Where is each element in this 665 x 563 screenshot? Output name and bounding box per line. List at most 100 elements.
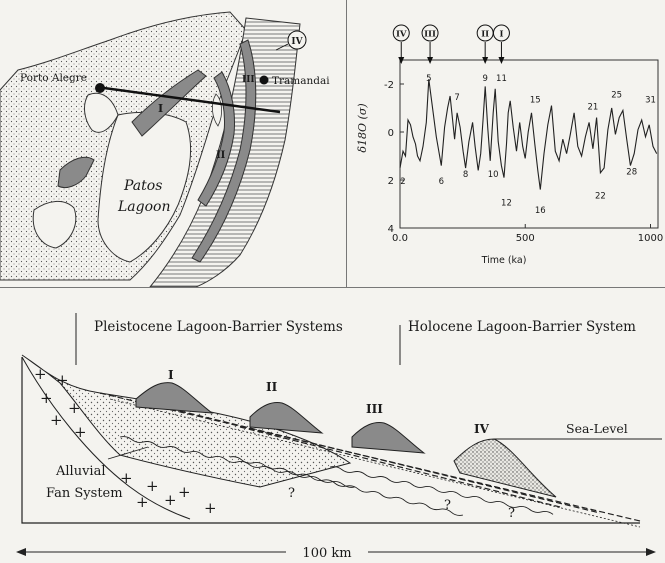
svg-text:+: + (178, 483, 191, 501)
highstand-arrowhead-icon (498, 57, 505, 64)
svg-text:+: + (120, 469, 133, 487)
y-tick-label: 0 (388, 128, 394, 139)
vertical-divider (346, 0, 347, 287)
unknown-marker-2: ? (444, 498, 451, 513)
chart-y-axis-label: δ18O (σ) (356, 103, 369, 152)
holocene-heading: Holocene Lagoon-Barrier System (408, 319, 636, 335)
fan-label-leader (107, 446, 149, 460)
highstand-marker-circle (492, 24, 510, 42)
y-tick-label: 4 (388, 224, 394, 235)
scale-arrow-left-icon (16, 548, 26, 556)
patos-lagoon (97, 111, 192, 263)
basement-boundary (21, 356, 191, 520)
y-tick-label: -2 (384, 80, 394, 91)
scale-arrow-right-icon (646, 548, 656, 556)
map-barrier-IV-leader (275, 43, 289, 51)
barrier-cross-section: Pleistocene Lagoon-Barrier Systems Holoc… (16, 313, 662, 561)
barrier-I-band (131, 69, 207, 137)
patos-label: Patos (123, 178, 162, 194)
barrier-III-band (191, 39, 257, 263)
stage-label: 9 (482, 74, 487, 84)
guaiba-estuary (84, 92, 119, 133)
highstand-marker-label: I (499, 30, 503, 40)
x-tick-label: 1000 (638, 233, 663, 244)
svg-text:+: + (74, 423, 87, 441)
svg-text:+: + (56, 371, 69, 389)
map-barrier-I-label: I (158, 102, 163, 115)
stage-label: 12 (501, 199, 512, 209)
svg-text:+: + (164, 491, 177, 509)
inner-lake (212, 93, 222, 127)
stage-label: 10 (488, 170, 499, 180)
section-barrier-II-label: II (266, 380, 278, 394)
section-barrier-IV-label: IV (474, 422, 490, 436)
highstand-marker-label: III (424, 30, 436, 40)
stage-label: 7 (454, 93, 459, 103)
fan-system-label: Fan System (46, 486, 123, 501)
southwest-dark-patch (57, 156, 95, 189)
stage-label: 21 (587, 103, 598, 113)
location-map: Porto Alegre Tramandai I II III IV Patos… (0, 11, 330, 287)
cross-section-line (103, 86, 281, 114)
stage-label: 25 (611, 91, 622, 101)
barrier-II-mound (249, 402, 324, 434)
stage-label: 2 (400, 177, 405, 187)
lagoon-layers (99, 392, 641, 528)
svg-text:+: + (146, 477, 159, 495)
svg-text:+: + (40, 389, 53, 407)
highstand-arrowhead-icon (427, 57, 434, 64)
highstand-arrowhead-icon (482, 57, 489, 64)
chart-plot-frame (399, 59, 659, 229)
highstand-arrowhead-icon (398, 57, 405, 64)
lagoon-label: Lagoon (117, 199, 170, 215)
x-tick-label: 500 (516, 233, 535, 244)
basement-crosses: + + + + + + + + + + + + (34, 365, 217, 517)
map-barrier-II-label: II (216, 150, 226, 161)
stage-label: 5 (426, 74, 431, 84)
tramandai-dot (259, 75, 269, 85)
highstand-marker-circle (421, 24, 439, 42)
unconformity-lines (119, 436, 554, 516)
horizontal-divider (0, 287, 665, 288)
highstand-marker-label: II (481, 30, 489, 40)
highstand-marker-label: IV (396, 30, 407, 40)
map-barrier-IV-circle (287, 30, 307, 50)
barrier-I-mound (135, 382, 214, 414)
map-barrier-IV-label: IV (291, 37, 303, 47)
stage-label: 6 (439, 177, 444, 187)
unknown-marker-3: ? (508, 506, 515, 521)
stage-label: 22 (595, 191, 606, 201)
svg-text:+: + (34, 365, 47, 383)
cross-section-panel: Pleistocene Lagoon-Barrier Systems Holoc… (0, 287, 665, 563)
porto-alegre-label: Porto Alegre (20, 72, 87, 84)
x-tick-label: 0.0 (392, 233, 408, 244)
stage-label: 15 (530, 95, 541, 105)
pleistocene-heading: Pleistocene Lagoon-Barrier Systems (94, 319, 343, 335)
svg-text:+: + (50, 411, 63, 429)
stage-label: 8 (463, 170, 468, 180)
isotope-series-line (399, 79, 658, 190)
barrier-IV-mound (453, 438, 557, 498)
sea-level-label: Sea-Level (566, 421, 628, 436)
svg-text:+: + (204, 499, 217, 517)
y-tick-label: 2 (388, 176, 394, 187)
stage-label: 28 (626, 167, 637, 177)
chart-x-axis-label: Time (ka) (481, 255, 527, 266)
stage-label: 11 (496, 74, 507, 84)
lake-southwest (32, 201, 77, 249)
tramandai-label: Tramandai (272, 75, 330, 87)
alluvial-label: Alluvial (55, 464, 106, 479)
svg-text:+: + (68, 399, 81, 417)
svg-text:+: + (136, 493, 149, 511)
section-barrier-I-label: I (168, 368, 174, 382)
stage-label: 16 (535, 206, 546, 216)
stage-label: 31 (645, 95, 656, 105)
section-frame (21, 357, 640, 524)
map-barrier-III-label: III (242, 75, 255, 85)
location-map-panel: Porto Alegre Tramandai I II III IV Patos… (0, 0, 346, 287)
barrier-III-mound (351, 422, 426, 454)
porto-alegre-dot (95, 83, 105, 93)
unknown-marker-1: ? (288, 486, 295, 501)
